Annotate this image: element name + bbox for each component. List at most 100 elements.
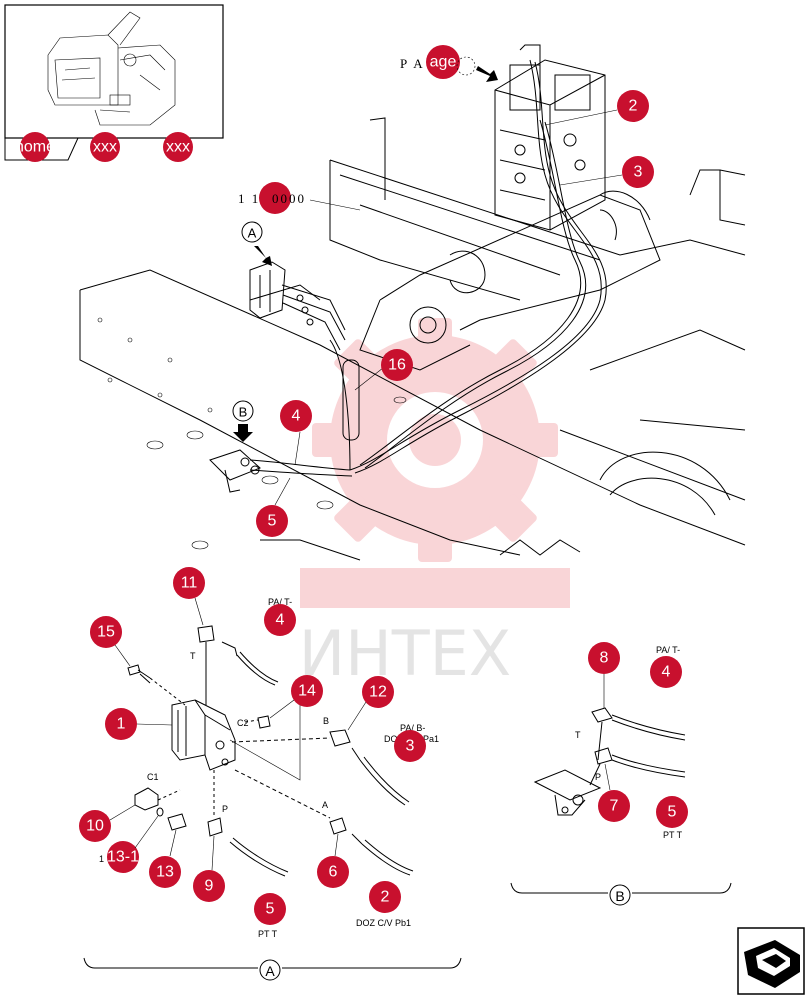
svg-text:14: 14 [298,683,316,700]
callout-3-leader [559,174,623,186]
callout-4[interactable]: 4 [280,400,312,432]
svg-text:A: A [248,226,257,241]
svg-text:B: B [615,888,624,904]
callout-13-1-leader [134,815,159,849]
callout-2-detail-a[interactable]: 2 [369,881,401,913]
hose-3-detail [351,747,410,806]
port-label-p-detail-b: P [595,772,601,782]
page-reference-badge[interactable]: age [426,45,460,79]
svg-text:13-1: 13-1 [107,849,139,866]
callout-10[interactable]: 10 [79,810,111,842]
callout-12[interactable]: 12 [362,676,394,708]
port-label-t-detail-b: T [575,730,581,740]
callout-10-leader [109,804,136,821]
hose-label-4b: PA/ T- [656,645,680,655]
callout-8[interactable]: 8 [588,642,620,674]
callout-4-leader [294,431,301,466]
svg-text:15: 15 [97,624,115,641]
group-reference-badge[interactable] [259,182,291,214]
callout-1-leader [136,723,173,726]
callout-4-detail-a[interactable]: 4 [264,604,296,636]
callout-11-leader [194,597,204,626]
watermark-text: ИНТЕХ [299,617,512,690]
watermark: ИНТЕХ [299,318,570,690]
main-assembly-drawing [79,44,746,561]
callout-5[interactable]: 5 [256,505,288,537]
svg-text:7: 7 [610,798,619,815]
port-a-leader [229,700,301,781]
view-a-marker: A [241,221,272,266]
callout-13-leader [169,829,177,857]
bolt-15 [127,664,186,706]
callout-11[interactable]: 11 [173,567,205,599]
port-label-p: P [222,804,228,814]
callout-14[interactable]: 14 [291,675,323,707]
callout-5-detail-b[interactable]: 5 [656,796,688,828]
hose-label-5a: PT T [258,929,278,939]
svg-text:2: 2 [629,98,638,115]
svg-text:6: 6 [329,864,338,881]
section-a-bracket: A [83,957,462,981]
plug-c2 [244,715,271,729]
svg-text:9: 9 [205,878,214,895]
next-page-arrow-icon[interactable] [737,927,805,995]
callout-16-leader [354,367,384,391]
port-label-t: T [190,651,196,661]
callout-7[interactable]: 7 [598,790,630,822]
main-hose-routing [249,59,607,477]
callout-6[interactable]: 6 [317,856,349,888]
hose-5-detail-b [611,754,686,778]
callout-3[interactable]: 3 [622,156,654,188]
page-reference: P A age [400,45,498,82]
fitting-t-elbow [197,625,215,705]
fitting-b [231,729,351,747]
svg-text:3: 3 [406,738,415,755]
o-ring-13-1 [156,807,164,817]
callout-7-leader [604,763,611,791]
fitting-t-detail-b [591,707,613,761]
selector-valve-body [171,699,236,771]
fitting-a [234,769,347,835]
svg-text:2: 2 [381,889,390,906]
excavator-thumbnail-drawing [47,11,176,126]
svg-text:xxx: xxx [93,139,117,156]
callout-4-detail-b[interactable]: 4 [650,656,682,688]
hose-4-detail-b [611,714,686,741]
callout-16[interactable]: 16 [381,349,413,381]
page-reference-arrow [476,66,498,82]
callout-13[interactable]: 13 [149,856,181,888]
fitting-p [207,770,223,837]
callout-2[interactable]: 2 [617,90,649,122]
svg-text:0000: 0000 [272,191,306,206]
bracket-b [209,449,261,493]
callout-15[interactable]: 15 [90,616,122,648]
section-b-bracket: B [510,882,732,906]
detail-a-drawing [127,625,414,877]
callout-9-leader [211,835,215,871]
svg-text:10: 10 [86,818,104,835]
page-reference-marker [456,56,476,76]
port-label-c2: C2 [237,718,249,728]
callout-13-1[interactable]: 13-1 [107,841,139,873]
callout-5-leader [274,477,291,506]
callout-3-detail-a[interactable]: 3 [394,730,426,762]
port-label-c1: C1 [147,772,159,782]
view-a-arrow [254,246,272,266]
hose-label-4a: PA/ T- [268,597,292,607]
group-reference: 1 1 0000 [238,182,306,214]
view-b-arrow [233,424,253,442]
bracket-b-detail [533,769,602,816]
thumbnail-tab-2[interactable]: xxx [163,132,193,162]
svg-text:3: 3 [634,164,643,181]
callout-2-leader [544,109,618,126]
thumbnail-tab-1[interactable]: xxx [90,132,120,162]
callout-9[interactable]: 9 [193,870,225,902]
svg-text:B: B [239,405,248,420]
port-label-a: A [322,800,328,810]
callout-1[interactable]: 1 [105,708,137,740]
callout-14-leader [269,699,295,719]
callout-12-leader [347,701,367,731]
home-button[interactable]: home [15,132,55,162]
callout-5-detail-a[interactable]: 5 [254,893,286,925]
connector-block-a [249,261,346,351]
